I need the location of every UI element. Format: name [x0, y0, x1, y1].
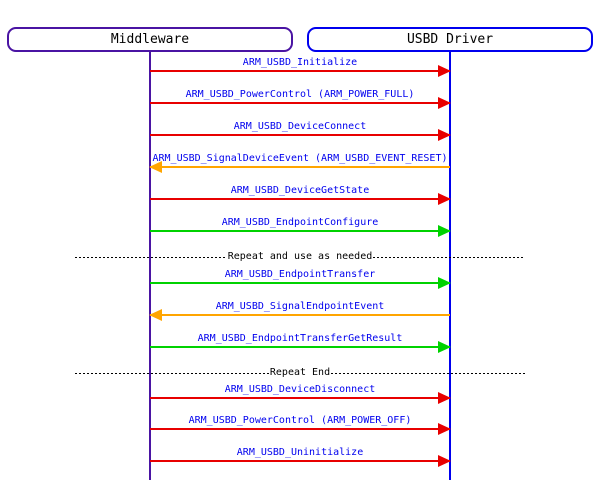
arrow-line: [150, 166, 450, 168]
message-initialize: ARM_USBD_Initialize: [150, 56, 451, 77]
participant-box-middleware: Middleware: [7, 27, 293, 52]
arrowhead-icon: [438, 392, 451, 404]
arrowhead-icon: [438, 341, 451, 353]
arrowhead-icon: [438, 193, 451, 205]
arrowhead-icon: [438, 225, 451, 237]
arrow-line: [150, 428, 450, 430]
message-devicedisconnect: ARM_USBD_DeviceDisconnect: [150, 383, 451, 404]
divider-repeat-start: Repeat and use as needed: [75, 250, 525, 264]
arrowhead-icon: [438, 65, 451, 77]
arrow-line: [150, 230, 450, 232]
arrow-line: [150, 102, 450, 104]
message-label: ARM_USBD_PowerControl (ARM_POWER_FULL): [185, 89, 415, 100]
message-uninitialize: ARM_USBD_Uninitialize: [150, 446, 451, 467]
arrow-line: [150, 70, 450, 72]
message-deviceconnect: ARM_USBD_DeviceConnect: [150, 120, 451, 141]
arrowhead-icon: [438, 455, 451, 467]
arrowhead-icon: [438, 129, 451, 141]
message-label: ARM_USBD_SignalDeviceEvent (ARM_USBD_EVE…: [152, 153, 448, 164]
arrowhead-icon: [149, 161, 162, 173]
message-label: ARM_USBD_DeviceGetState: [230, 185, 370, 196]
arrowhead-icon: [438, 97, 451, 109]
arrow-line: [150, 282, 450, 284]
divider-dash-right: [373, 256, 525, 258]
message-label: ARM_USBD_DeviceDisconnect: [224, 384, 376, 395]
message-signaldeviceevent: ARM_USBD_SignalDeviceEvent (ARM_USBD_EVE…: [149, 152, 450, 173]
message-label: ARM_USBD_Initialize: [242, 57, 358, 68]
arrow-line: [150, 397, 450, 399]
message-label: ARM_USBD_PowerControl (ARM_POWER_OFF): [188, 415, 412, 426]
message-powercontrol-full: ARM_USBD_PowerControl (ARM_POWER_FULL): [150, 88, 451, 109]
lifeline-usbd-driver: [449, 51, 451, 480]
arrowhead-icon: [149, 309, 162, 321]
message-powercontrol-off: ARM_USBD_PowerControl (ARM_POWER_OFF): [150, 414, 451, 435]
arrowhead-icon: [438, 423, 451, 435]
arrow-line: [150, 460, 450, 462]
message-label: ARM_USBD_EndpointTransferGetResult: [197, 333, 403, 344]
message-devicegetstate: ARM_USBD_DeviceGetState: [150, 184, 451, 205]
divider-dash-left: [75, 256, 227, 258]
message-signalendpointevent: ARM_USBD_SignalEndpointEvent: [149, 300, 450, 321]
participant-box-usbd-driver: USBD Driver: [307, 27, 593, 52]
message-endpointconfigure: ARM_USBD_EndpointConfigure: [150, 216, 451, 237]
arrow-line: [150, 346, 450, 348]
arrow-line: [150, 314, 450, 316]
message-endpointtransfer: ARM_USBD_EndpointTransfer: [150, 268, 451, 289]
divider-label: Repeat and use as needed: [227, 251, 373, 262]
divider-dash-left: [75, 372, 269, 374]
arrow-line: [150, 198, 450, 200]
message-label: ARM_USBD_Uninitialize: [236, 447, 364, 458]
message-label: ARM_USBD_SignalEndpointEvent: [215, 301, 385, 312]
message-label: ARM_USBD_EndpointTransfer: [224, 269, 376, 280]
message-endpointtransfergetresult: ARM_USBD_EndpointTransferGetResult: [150, 332, 451, 353]
participant-title-usbd-driver: USBD Driver: [406, 32, 494, 47]
message-label: ARM_USBD_EndpointConfigure: [221, 217, 379, 228]
divider-dash-right: [331, 372, 525, 374]
divider-repeat-end: Repeat End: [75, 366, 525, 380]
participant-title-middleware: Middleware: [110, 32, 190, 47]
arrow-line: [150, 134, 450, 136]
divider-label: Repeat End: [269, 367, 331, 378]
message-label: ARM_USBD_DeviceConnect: [233, 121, 367, 132]
arrowhead-icon: [438, 277, 451, 289]
lifeline-middleware: [149, 51, 151, 480]
